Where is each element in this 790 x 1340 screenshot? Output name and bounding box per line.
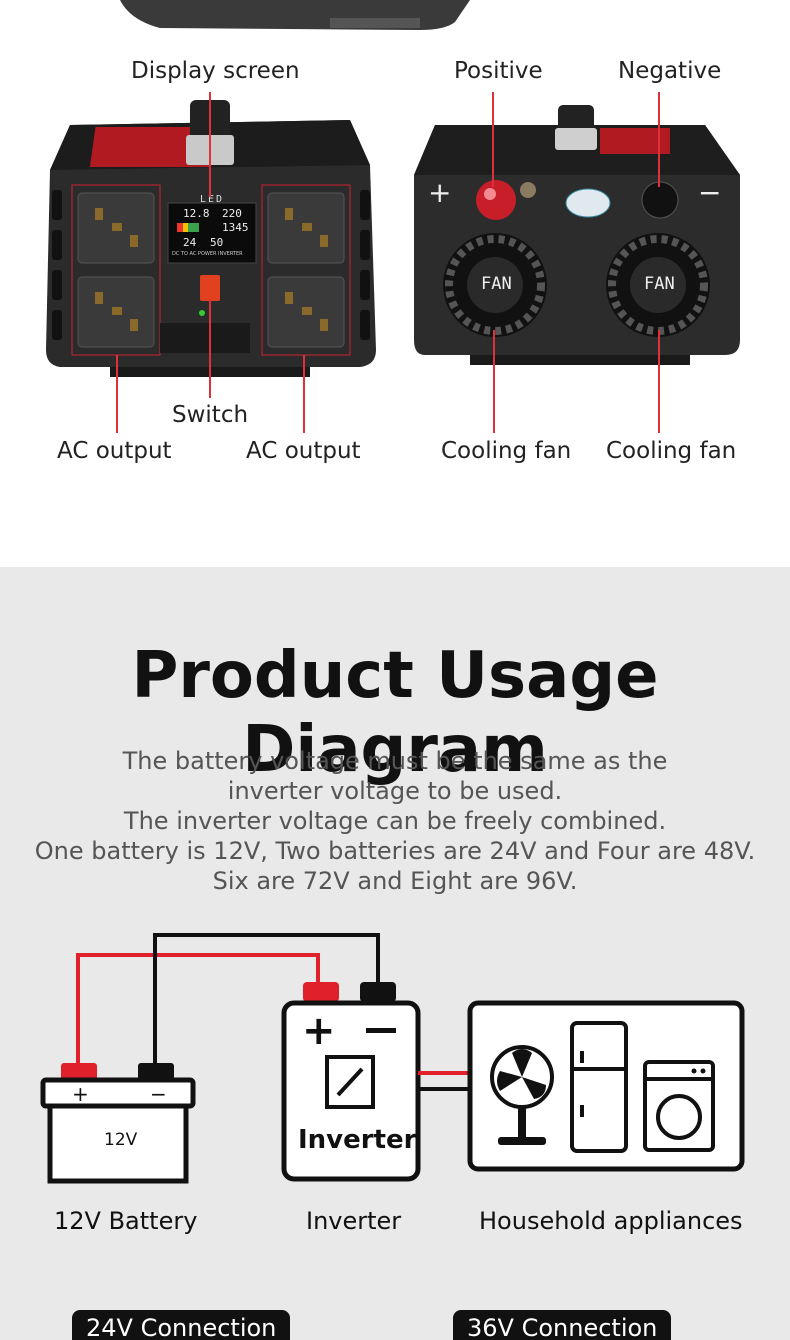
rear-plus-sign: + xyxy=(428,176,452,209)
leader-switch xyxy=(209,300,211,398)
leader-positive xyxy=(492,92,494,187)
leader-fan-right xyxy=(658,330,660,433)
svg-text:+: + xyxy=(72,1082,89,1106)
svg-text:−: − xyxy=(150,1082,167,1106)
display-in-voltage: 12.8 xyxy=(183,207,210,220)
usage-diagram-section: Product Usage Diagram The battery voltag… xyxy=(0,567,790,1340)
wiring-diagram: + − + xyxy=(40,933,745,1184)
svg-text:+: + xyxy=(302,1008,336,1054)
description-line-2: inverter voltage to be used. xyxy=(227,777,563,805)
fan-label-left: FAN xyxy=(481,274,512,294)
battery-voltage-label: 12V xyxy=(104,1130,138,1150)
display-out-voltage: 220 xyxy=(222,207,242,220)
display-footer: DC TO AC POWER INVERTER xyxy=(172,251,243,257)
label-display-screen: Display screen xyxy=(131,58,300,84)
device-top-partial xyxy=(120,0,470,30)
leader-ac-right xyxy=(303,355,305,433)
label-ac-output-right: AC output xyxy=(246,438,361,464)
label-positive: Positive xyxy=(454,58,543,84)
badge-36v-connection: 36V Connection xyxy=(453,1310,672,1340)
badge-24v-connection: 24V Connection xyxy=(72,1310,291,1340)
label-ac-output-left: AC output xyxy=(57,438,172,464)
description-line-5: Six are 72V and Eight are 96V. xyxy=(212,867,578,895)
description-line-1: The battery voltage must be the same as … xyxy=(122,747,668,775)
caption-appliances: Household appliances xyxy=(479,1207,743,1235)
label-negative: Negative xyxy=(618,58,722,84)
label-cooling-fan-left: Cooling fan xyxy=(441,438,572,464)
leader-ac-left xyxy=(116,355,118,433)
label-cooling-fan-right: Cooling fan xyxy=(606,438,737,464)
display-freq: 50 xyxy=(210,236,224,249)
inverter-rear-view xyxy=(414,105,740,365)
display-watts: 1345 xyxy=(222,221,249,234)
page-title: Product Usage Diagram xyxy=(131,639,659,787)
leader-negative xyxy=(658,92,660,187)
label-switch: Switch xyxy=(172,402,249,428)
leader-fan-left xyxy=(493,330,495,433)
description-line-3: The inverter voltage can be freely combi… xyxy=(123,807,667,835)
caption-inverter: Inverter xyxy=(306,1207,402,1235)
rear-minus-sign: − xyxy=(698,176,722,209)
caption-battery: 12V Battery xyxy=(54,1207,198,1235)
inverter-body-label: Inverter xyxy=(298,1125,417,1155)
product-photo-section: Display screen Positive Negative xyxy=(0,0,790,567)
leader-display xyxy=(209,92,211,197)
description-line-4: One battery is 12V, Two batteries are 24… xyxy=(34,837,756,865)
display-led-label: LED xyxy=(200,194,225,205)
fan-label-right: FAN xyxy=(644,274,675,294)
display-temp: 24 xyxy=(183,236,197,249)
